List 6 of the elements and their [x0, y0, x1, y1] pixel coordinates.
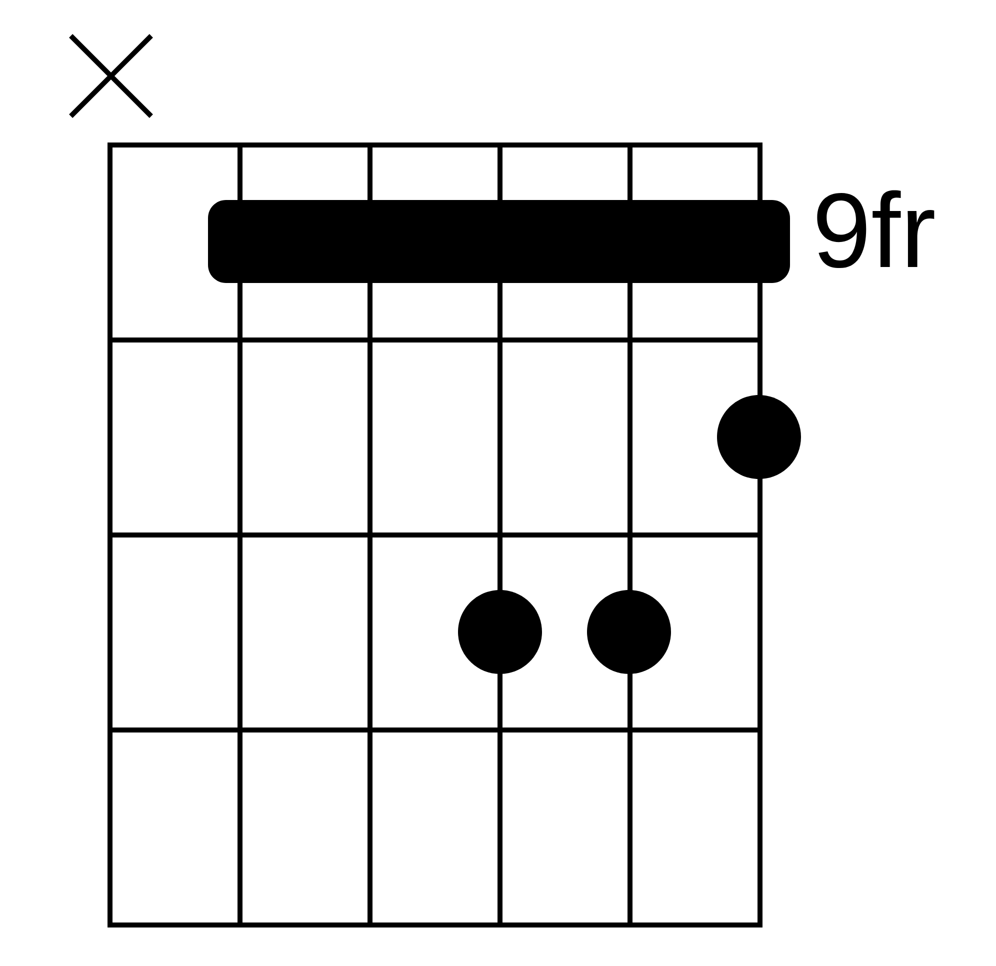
barre-bar [208, 200, 790, 283]
finger-dot [717, 395, 801, 479]
finger-dot [587, 590, 671, 674]
finger-dot [458, 590, 542, 674]
x-mark [68, 33, 154, 119]
fret-label: 9fr [817, 190, 934, 268]
